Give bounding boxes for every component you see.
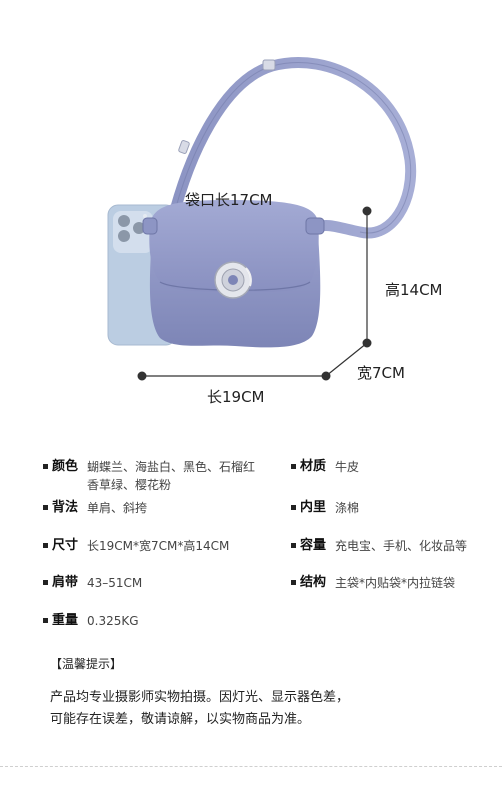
clasp-hardware	[214, 261, 252, 299]
spec-value-line: 蝴蝶兰、海盐白、黑色、石榴红	[87, 460, 256, 474]
notice-line: 可能存在误差，敬请谅解，以实物商品为准。	[50, 712, 311, 727]
bullet-icon	[291, 464, 296, 469]
spec-key: 尺寸	[52, 538, 79, 553]
spec-value: 0.325KG	[87, 614, 139, 628]
spec-value: 43–51CM	[87, 576, 143, 590]
bullet-icon	[43, 618, 48, 623]
spec-value-line: 香草绿、樱花粉	[87, 478, 172, 492]
bag-flap	[149, 200, 319, 293]
bullet-icon	[291, 543, 296, 548]
bag-drawing	[107, 57, 417, 381]
depth-label: 宽7CM	[357, 364, 405, 382]
product-illustration: 袋口长17CM 高14CM 宽7CM 长19CM	[107, 57, 443, 406]
spec-key: 容量	[300, 538, 327, 553]
notice-line: 产品均专业摄影师实物拍摄。因灯光、显示器色差，	[50, 690, 350, 705]
spec-key: 重量	[52, 613, 79, 628]
spec-value: 充电宝、手机、化妆品等	[335, 539, 468, 553]
bullet-icon	[43, 505, 48, 510]
bullet-icon	[291, 505, 296, 510]
spec-key: 内里	[300, 500, 327, 515]
bullet-icon	[291, 580, 296, 585]
length-label: 长19CM	[207, 388, 265, 406]
spec-value: 单肩、斜挎	[87, 501, 148, 515]
spec-value: 长19CM*宽7CM*高14CM	[87, 539, 230, 553]
opening-length-label: 袋口长17CM	[185, 191, 273, 209]
spec-key: 结构	[300, 575, 327, 590]
notice-title: 【温馨提示】	[50, 657, 123, 671]
spec-value: 主袋*内贴袋*内拉链袋	[335, 576, 456, 590]
bullet-icon	[43, 580, 48, 585]
height-label: 高14CM	[385, 281, 443, 299]
bullet-icon	[43, 543, 48, 548]
divider	[0, 766, 502, 767]
spec-key: 材质	[300, 459, 327, 474]
spec-value: 牛皮	[335, 460, 360, 474]
spec-value: 蝴蝶兰、海盐白、黑色、石榴红 香草绿、樱花粉	[87, 458, 277, 494]
spec-key: 肩带	[52, 575, 79, 590]
dimension-lines	[137, 206, 372, 381]
spec-value: 涤棉	[335, 501, 360, 515]
spec-key: 颜色	[52, 459, 79, 474]
bullet-icon	[43, 464, 48, 469]
spec-key: 背法	[52, 500, 79, 515]
